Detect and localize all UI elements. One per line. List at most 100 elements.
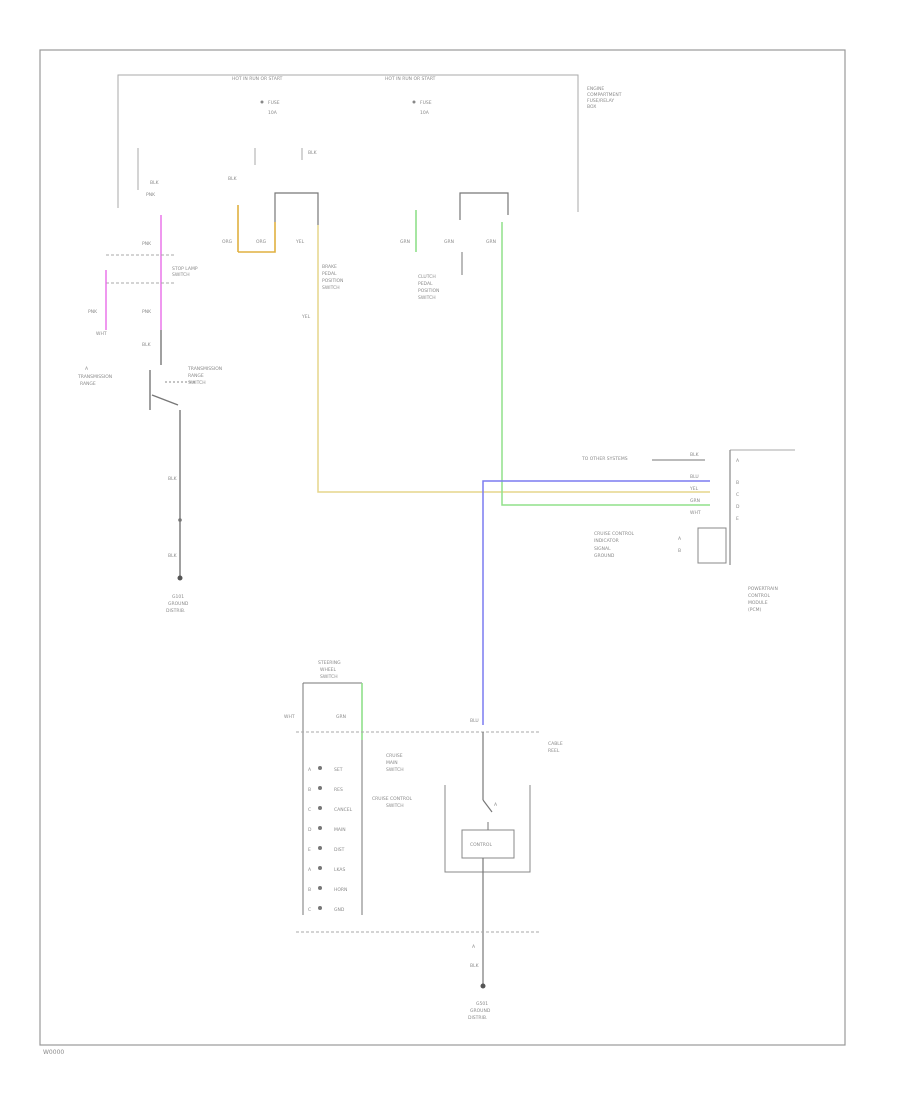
fuse-left-dot [260, 100, 264, 104]
steer-row-1-dot [318, 766, 322, 770]
clutch-label-4: SWITCH [418, 295, 436, 301]
steer-wire-color-2: GRN [336, 714, 346, 720]
main-sw-label-2: MAIN [386, 760, 398, 766]
left-wire-color-2: PNK [146, 192, 156, 198]
green-wire-to-pcm [501, 222, 710, 506]
steer-row-7-label: HORN [334, 887, 347, 893]
pcm-pin-e: E [736, 516, 739, 522]
blue-wire-to-pcm [482, 480, 710, 725]
pcm-other-label: TO OTHER SYSTEMS [581, 456, 628, 462]
clutch-label-1: CLUTCH [418, 274, 436, 280]
clutch-wire-color-2: GRN [444, 239, 454, 245]
steer-label-1: STEERING [318, 660, 341, 666]
cruise-switch-housing [444, 785, 531, 873]
trans-switch-arm [151, 394, 179, 406]
fuse-box-label-2: COMPARTMENT [587, 92, 622, 98]
steer-label-2: WHEEL [320, 667, 337, 673]
cable-reel-label-2: REEL [548, 748, 560, 754]
left-ground-wire-color-1: BLK [168, 476, 178, 482]
blue-wire-color: BLU [470, 718, 479, 724]
pcm-label-4: (PCM) [748, 607, 761, 613]
cable-reel-label-1: CABLE [548, 741, 563, 747]
fuse-left-label-2: 10A [268, 110, 278, 116]
yellow-wire-to-pcm [317, 225, 710, 493]
left-ground-splice [178, 518, 182, 522]
left-wire-color-1: BLK [150, 180, 160, 186]
steer-row-5-dot [318, 846, 322, 850]
diagram-footer-id: W0000 [43, 1049, 64, 1056]
brake-label-4: SWITCH [322, 285, 340, 291]
steer-row-1-label: SET [334, 767, 343, 773]
steer-row-6-dot [318, 866, 322, 870]
pcm-mid-pin-1: A [678, 536, 682, 542]
trans-left-label-3: RANGE [80, 381, 96, 387]
pcm-mid-pin-2: B [678, 548, 681, 554]
steer-row-3-pin: C [308, 807, 311, 813]
steer-row-8-dot [318, 906, 322, 910]
clutch-label-2: PEDAL [418, 281, 433, 287]
steer-row-4-dot [318, 826, 322, 830]
bottom-ground-label-3: DISTRIB. [468, 1015, 487, 1021]
bottom-ground-wire-color: BLK [470, 963, 480, 969]
ctrl-label-2: SWITCH [386, 803, 404, 809]
pink-wire-color-4: WHT [96, 331, 107, 337]
pcm-pin-a: A [736, 458, 740, 464]
left-ground-icon [177, 575, 183, 581]
fuse-box-boundary [117, 74, 579, 212]
clutch-wire-color-1: GRN [400, 239, 410, 245]
steer-row-5-label: DIST [334, 847, 345, 853]
brake-label-3: POSITION [322, 278, 343, 284]
steer-row-1-pin: A [308, 767, 312, 773]
pcm-label-1: POWERTRAIN [748, 586, 778, 592]
trans-left-label-1: A [85, 366, 89, 372]
steer-row-6-label: LKAS [334, 867, 345, 873]
stoplamp-label-2: SWITCH [172, 272, 190, 278]
fuse-box-label-1: ENGINE [587, 86, 604, 92]
pcm-label-3: MODULE [748, 600, 768, 606]
steer-row-8-label: GND [334, 907, 345, 913]
pcm-wire-color-5: WHT [690, 510, 701, 516]
steer-row-3-dot [318, 806, 322, 810]
left-ground-label-2: GROUND [168, 601, 189, 607]
left-ground-wire-color-2: BLK [168, 553, 178, 559]
steer-row-7-dot [318, 886, 322, 890]
steer-row-4-pin: D [308, 827, 312, 833]
main-sw-label-1: CRUISE [386, 753, 403, 759]
pcm-wire-color-3: YEL [689, 486, 699, 492]
pink-wire-color-3: PNK [88, 309, 98, 315]
cruise-switch-arm [482, 799, 493, 813]
fuse-box-label-4: BOX [587, 104, 596, 110]
pcm-wire-color-2: BLU [690, 474, 699, 480]
pcm-mid-label-2: INDICATOR [594, 538, 619, 544]
steer-wire-color-1: WHT [284, 714, 295, 720]
hot-run-left-label: HOT IN RUN OR START [232, 76, 283, 82]
clutch-wire-color-3: GRN [486, 239, 496, 245]
pcm-pin-d: D [736, 504, 740, 510]
pcm-mid-label-1: CRUISE CONTROL [594, 531, 634, 537]
pink-wire-color-1: PNK [142, 241, 152, 247]
brake-top-label: BLK [228, 176, 238, 182]
diagram-frame [39, 49, 846, 1046]
steer-row-3-label: CANCEL [334, 807, 353, 813]
steer-row-2-pin: B [308, 787, 311, 793]
steer-row-2-label: RES [334, 787, 343, 793]
brake-wire-color-4: YEL [301, 314, 311, 320]
pcm-pin-c: C [736, 492, 739, 498]
steer-row-6-pin: A [308, 867, 312, 873]
pink-wire-color-2: PNK [142, 309, 152, 315]
fuse-box-label-3: FUSE/RELAY [587, 98, 614, 104]
left-ground-label-1: G101 [172, 594, 184, 600]
bottom-ground-label-1: G501 [476, 1001, 488, 1007]
clutch-label-3: POSITION [418, 288, 439, 294]
pcm-mid-label-4: GROUND [594, 553, 615, 559]
left-ground-label-3: DISTRIB. [166, 608, 185, 614]
brake-label-1: BRAKE [322, 264, 337, 270]
trans-right-label-3: SWITCH [188, 380, 206, 386]
trans-right-label-1: TRANSMISSION [187, 366, 222, 372]
brake-orange-wire-bottom [238, 222, 276, 253]
brake-wire-color-1: ORG [222, 239, 233, 245]
steer-row-7-pin: B [308, 887, 311, 893]
bottom-ground-pin: A [472, 944, 476, 950]
pcm-mid-label-3: SIGNAL [594, 546, 611, 552]
hot-run-right-label: HOT IN RUN OR START [385, 76, 436, 82]
